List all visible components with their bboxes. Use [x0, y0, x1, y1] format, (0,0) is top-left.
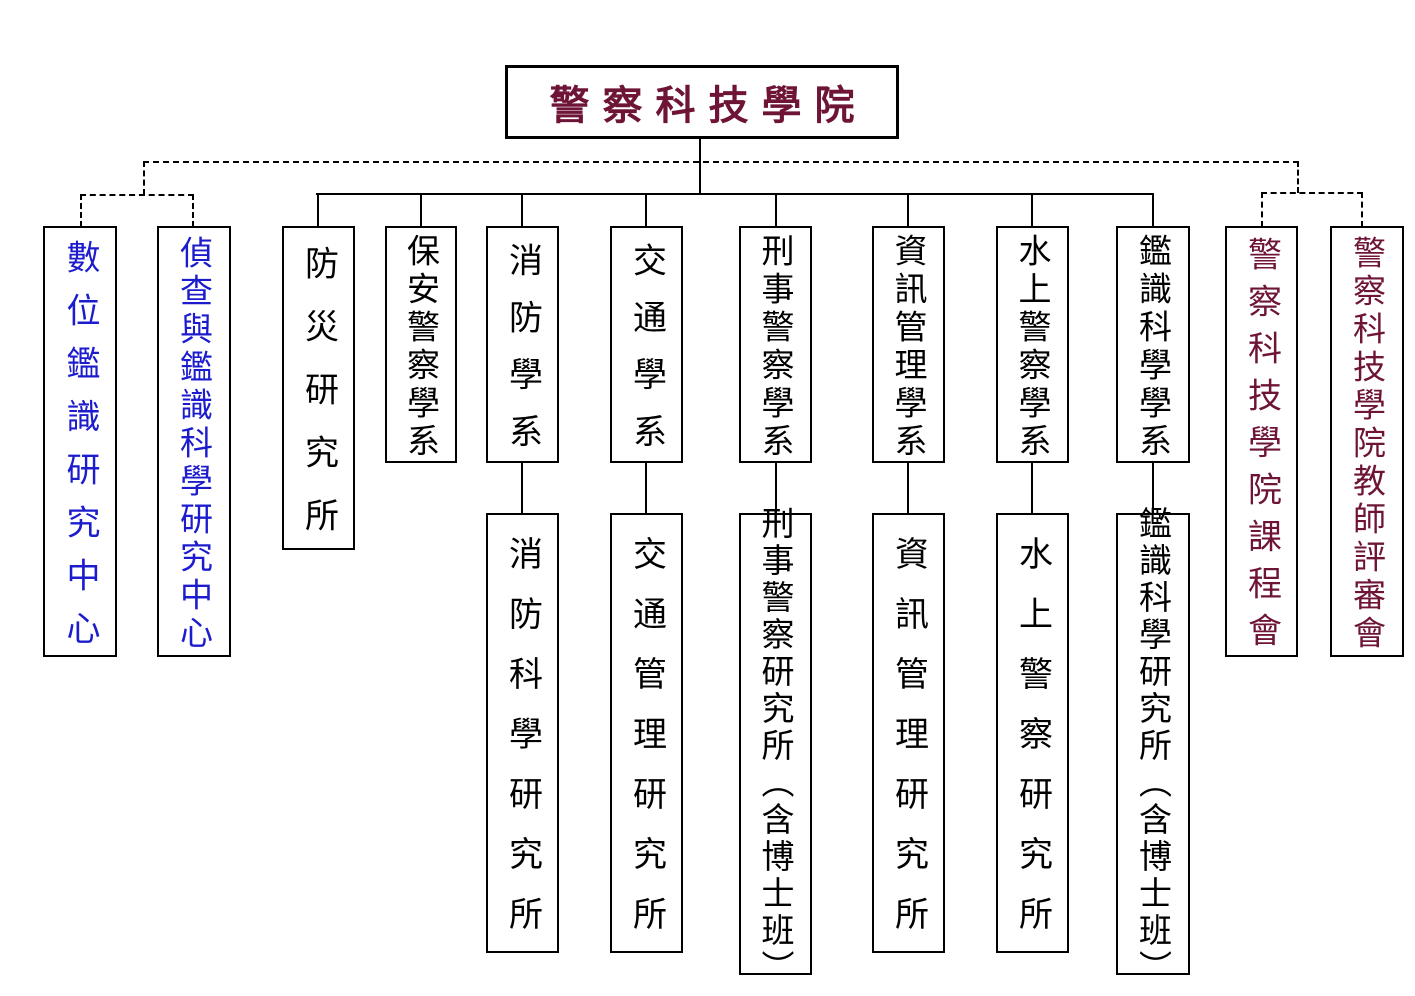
connector-dashed-right-rail: [1261, 192, 1363, 194]
connector-dashed-drop-center-2: [192, 194, 194, 227]
inst-maritime-police-label: 水上警察研究所: [1012, 536, 1053, 956]
connector-inst-8: [1152, 463, 1154, 513]
inst-information-management: 資訊管理研究所: [872, 513, 945, 956]
dept-fire-science-label: 消防學系: [502, 242, 543, 470]
inst-criminal-police-phd: 刑事警察研究所（含博士班）: [739, 506, 812, 987]
committee-teacher-evaluation: 警察科技學院教師評審會: [1330, 226, 1404, 657]
dept-criminal-police-label: 刑事警察學系: [756, 233, 795, 461]
inst-fire-science-label: 消防科學研究所: [502, 536, 543, 956]
dept-security-police: 保安警察學系: [385, 226, 457, 463]
dept-maritime-police: 水上警察學系: [996, 226, 1069, 463]
connector-drop-dept-2: [420, 193, 422, 227]
connector-drop-dept-4: [645, 193, 647, 227]
connector-inst-6: [907, 463, 909, 513]
inst-fire-science: 消防科學研究所: [486, 513, 559, 956]
inst-criminal-police-phd-label: 刑事警察研究所（含博士班）: [756, 505, 795, 987]
inst-traffic-management-label: 交通管理研究所: [626, 536, 667, 956]
connector-dashed-drop-committee-2: [1361, 192, 1363, 227]
center-investigation-forensic-science-label: 偵查與鑑識科學研究中心: [174, 235, 214, 653]
center-digital-forensics-label: 數位鑑識研究中心: [60, 239, 100, 663]
center-investigation-forensic-science: 偵查與鑑識科學研究中心: [157, 226, 231, 657]
connector-dashed-drop-committee-1: [1261, 192, 1263, 227]
dept-information-management-label: 資訊管理學系: [889, 233, 928, 461]
inst-forensic-science-phd-label: 鑑識科學研究所（含博士班）: [1133, 505, 1173, 987]
dept-maritime-police-label: 水上警察學系: [1013, 233, 1052, 461]
dept-criminal-police: 刑事警察學系: [739, 226, 812, 463]
connector-dashed-left-rail: [80, 194, 194, 196]
connector-inst-4: [645, 463, 647, 513]
dept-fire-science: 消防學系: [486, 226, 559, 470]
root-box: 警察科技學院: [505, 65, 899, 139]
connector-inst-3: [521, 463, 523, 513]
committee-curriculum: 警察科技學院課程會: [1225, 226, 1298, 660]
connector-inst-7: [1031, 463, 1033, 513]
dept-security-police-label: 保安警察學系: [401, 233, 441, 461]
dept-forensic-science: 鑑識科學學系: [1116, 226, 1190, 463]
dept-information-management: 資訊管理學系: [872, 226, 945, 463]
inst-forensic-science-phd: 鑑識科學研究所（含博士班）: [1116, 506, 1190, 987]
connector-drop-dept-7: [1031, 193, 1033, 227]
inst-maritime-police: 水上警察研究所: [996, 513, 1069, 956]
committee-curriculum-label: 警察科技學院課程會: [1241, 236, 1282, 660]
connector-dashed-left-elbow: [143, 161, 145, 195]
connector-dashed-right-elbow: [1297, 161, 1299, 193]
connector-root-trunk: [699, 138, 701, 195]
dept-disaster-prevention-institute-label: 防災研究所: [298, 245, 339, 560]
connector-inst-5: [775, 463, 777, 513]
connector-drop-dept-6: [907, 193, 909, 227]
connector-drop-dept-5: [775, 193, 777, 227]
dept-disaster-prevention-institute: 防災研究所: [282, 226, 355, 560]
inst-traffic-management: 交通管理研究所: [610, 513, 683, 956]
connector-dashed-drop-center-1: [80, 194, 82, 227]
center-digital-forensics: 數位鑑識研究中心: [43, 226, 117, 663]
root-label: 警察科技學院: [549, 82, 868, 129]
dept-forensic-science-label: 鑑識科學學系: [1133, 233, 1173, 461]
dept-traffic: 交通學系: [610, 226, 683, 470]
committee-teacher-evaluation-label: 警察科技學院教師評審會: [1347, 235, 1387, 653]
connector-drop-dept-8: [1152, 193, 1154, 227]
connector-dashed-rail: [143, 161, 1299, 163]
connector-drop-dept-1: [317, 193, 319, 227]
connector-dept-rail: [316, 193, 1154, 195]
inst-information-management-label: 資訊管理研究所: [888, 536, 929, 956]
connector-drop-dept-3: [521, 193, 523, 227]
dept-traffic-label: 交通學系: [626, 242, 667, 470]
